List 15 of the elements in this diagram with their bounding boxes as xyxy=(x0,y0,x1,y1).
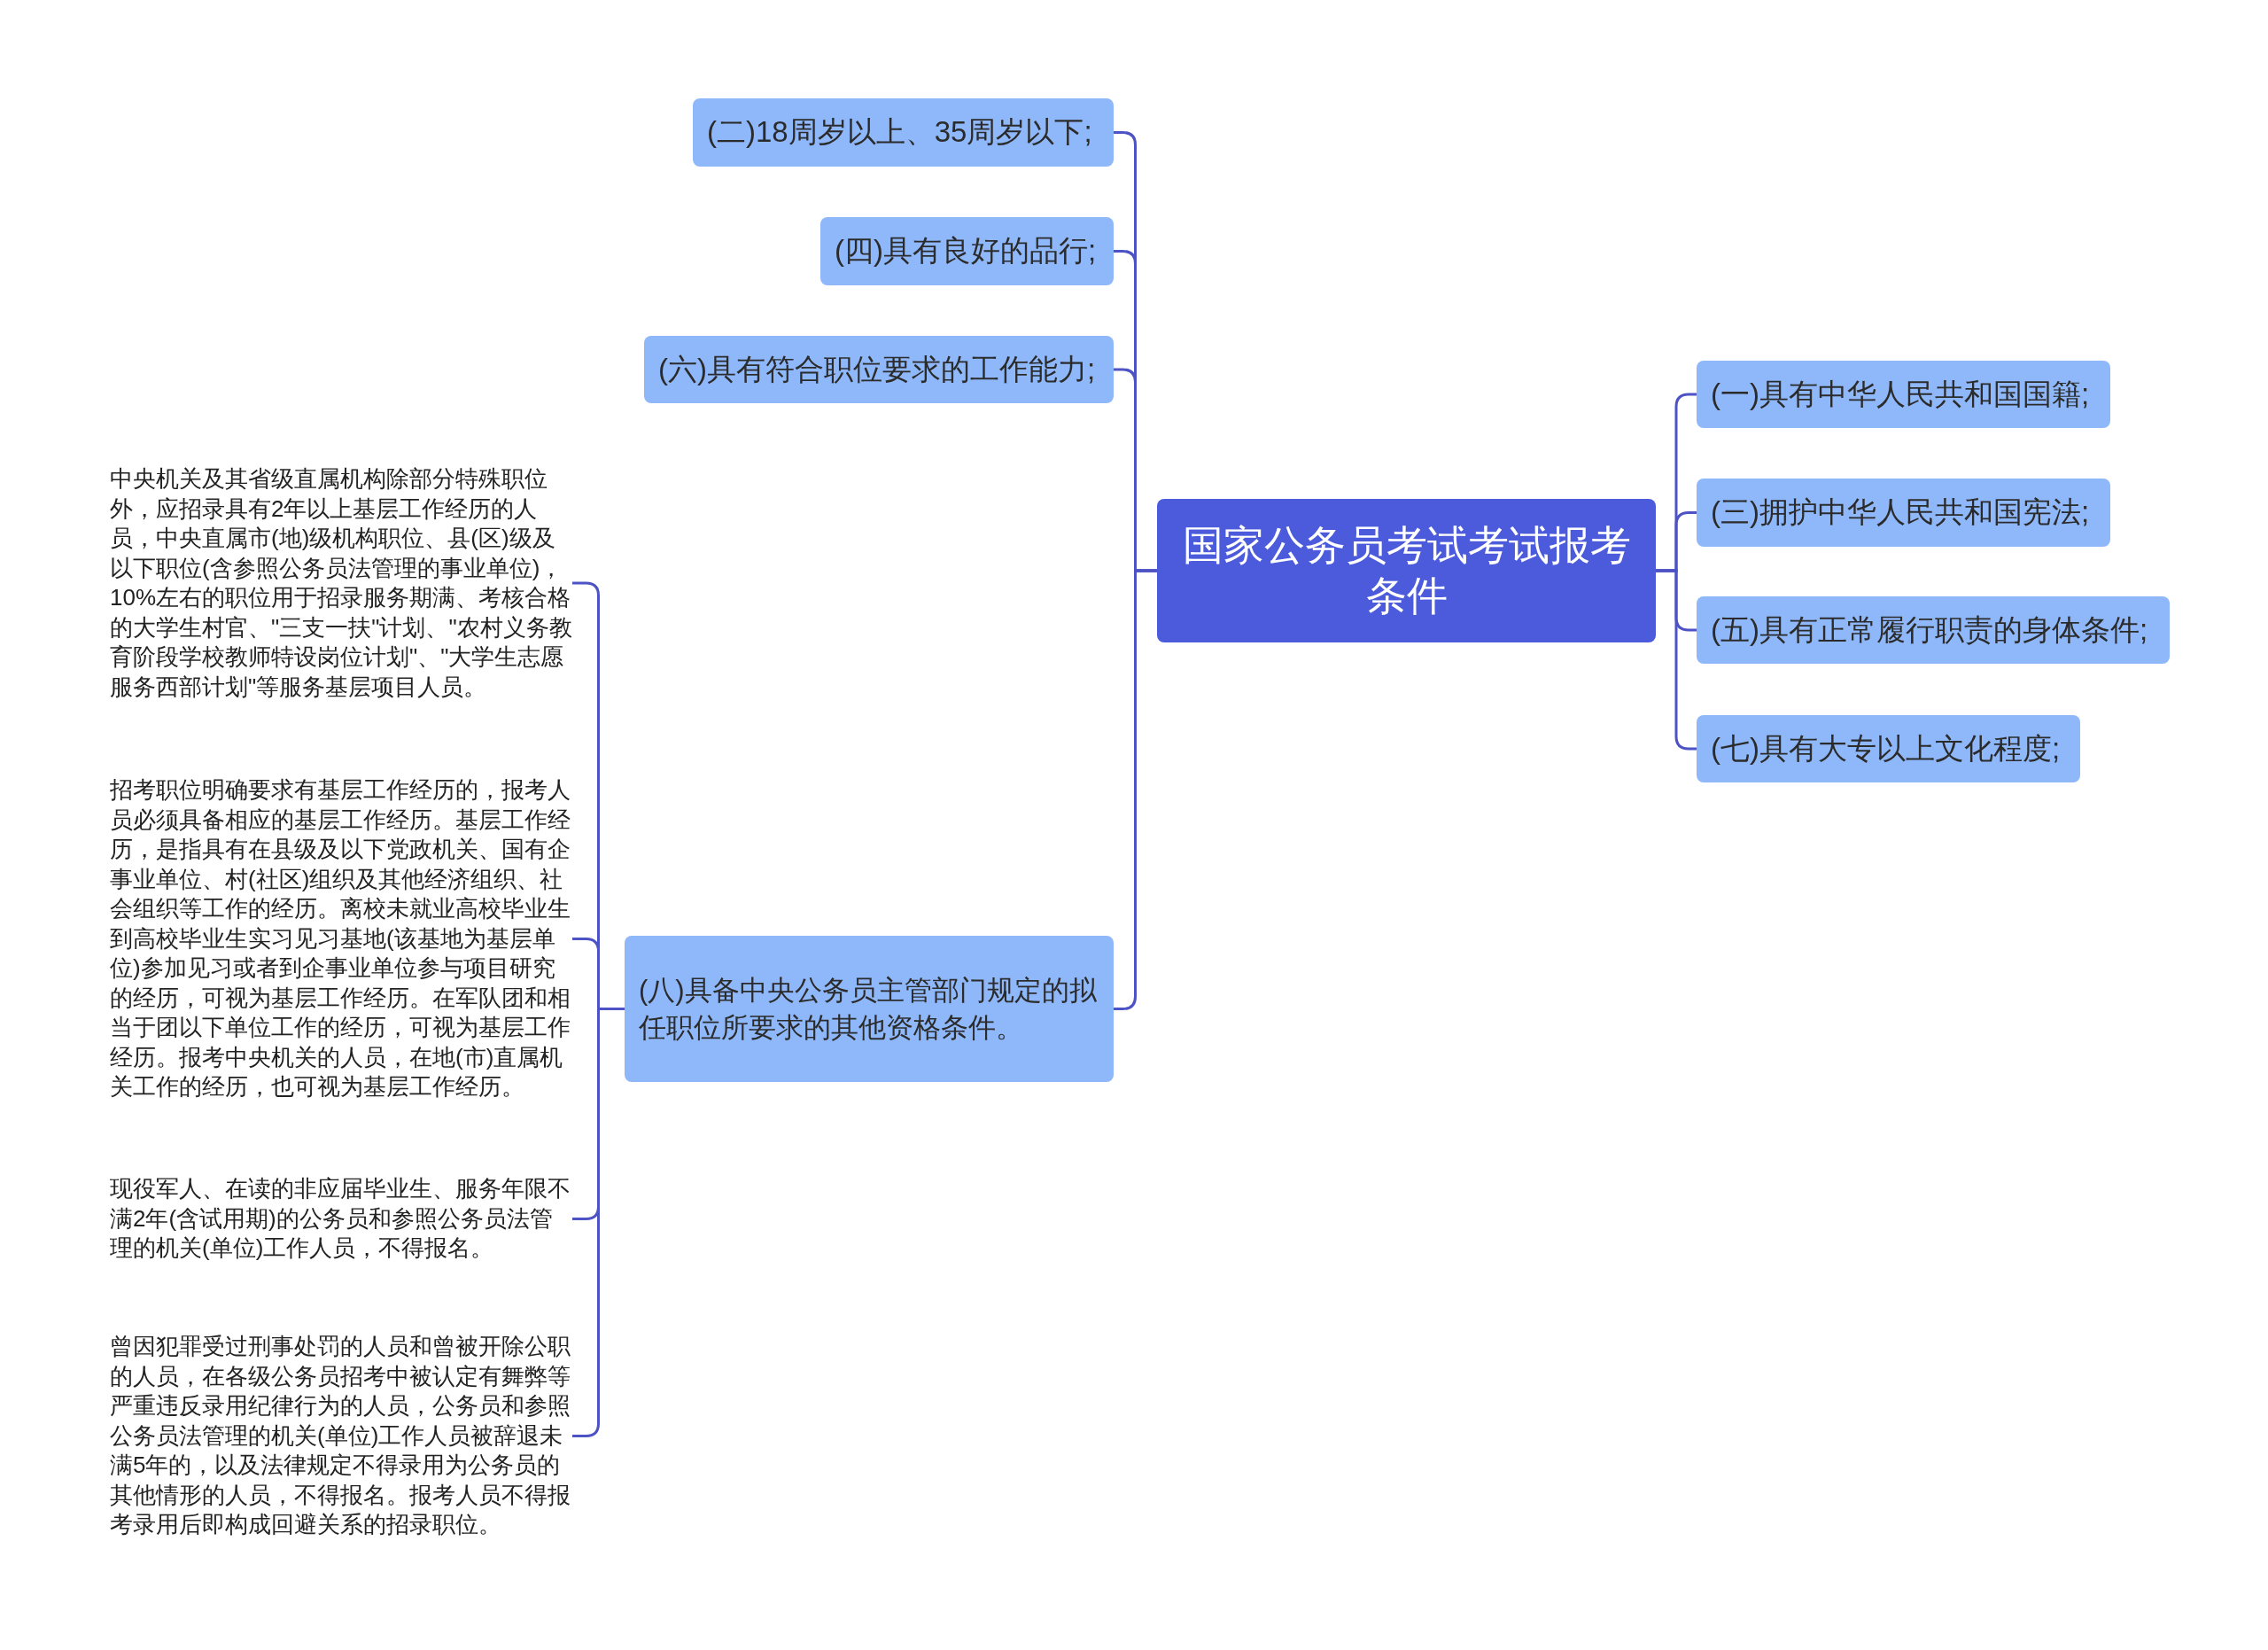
topic-box: (四)具有良好的品行; xyxy=(820,217,1114,285)
topic-box: (七)具有大专以上文化程度; xyxy=(1697,715,2080,782)
topic-box: (五)具有正常履行职责的身体条件; xyxy=(1697,596,2170,664)
connector-line xyxy=(1656,569,1697,751)
central-topic-box: 国家公务员考试考试报考条件 xyxy=(1157,499,1656,642)
topic-box: (八)具备中央公务员主管部门规定的拟任职位所要求的其他资格条件。 xyxy=(625,936,1114,1082)
topic-box: (一)具有中华人民共和国国籍; xyxy=(1697,361,2110,428)
topic-box: (三)拥护中华人民共和国宪法; xyxy=(1697,479,2110,547)
connector-line xyxy=(1114,569,1157,1010)
topic-box: (二)18周岁以上、35周岁以下; xyxy=(693,98,1114,167)
note-text: 中央机关及其省级直属机构除部分特殊职位外，应招录具有2年以上基层工作经历的人员，中央直属市(地)级机构职位、县(区)级及以下职位(含参照公务员法管理的事业单位)，10%左右的职位用于招录服务期满、考核合格的大学生村官、"三支一扶"计划、"农村义务教育阶段学校教师特设岗位计划"、"大学生志愿服务西部计划"等服务基层项目人员。 xyxy=(110,464,572,703)
note-text: 招考职位明确要求有基层工作经历的，报考人员必须具备相应的基层工作经历。基层工作经历，是指具有在县级及以下党政机关、国有企事业单位、村(社区)组织及其他经济组织、社会组织等工作的经历。离校未就业高校毕业生到高校毕业生实习见习基地(该基地为基层单位)参加见习或者到企事业单位参与项目研究的经历，可视为基层工作经历。在军队团和相当于团以下单位工作的经历，可视为基层工作经历。报考中央机关的人员，在地(市)直属机关工作的经历，也可视为基层工作经历。 xyxy=(110,775,572,1102)
topic-box: (六)具有符合职位要求的工作能力; xyxy=(644,336,1114,403)
note-text: 曾因犯罪受过刑事处罚的人员和曾被开除公职的人员，在各级公务员招考中被认定有舞弊等严重违反录用纪律行为的人员，公务员和参照公务员法管理的机关(单位)工作人员被辞退未满5年的，以及法律规定不得录用为公务员的其他情形的人员，不得报名。报考人员不得报考录用后即构成回避关系的招录职位。 xyxy=(110,1332,572,1540)
note-text: 现役军人、在读的非应届毕业生、服务年限不满2年(含试用期)的公务员和参照公务员法管理的机关(单位)工作人员，不得报名。 xyxy=(110,1174,572,1264)
